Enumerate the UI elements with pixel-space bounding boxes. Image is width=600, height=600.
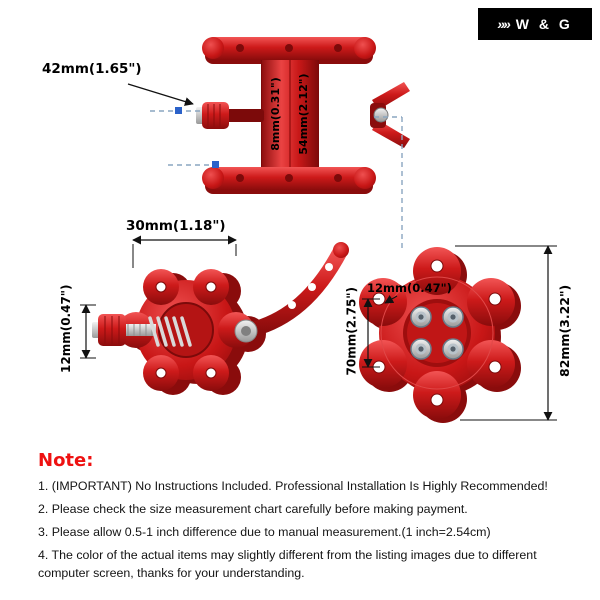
dimension-label-12mm-front: 12mm(0.47") [367, 281, 452, 295]
construction-lines [150, 110, 403, 252]
logo-chevrons-icon: »» [497, 16, 511, 32]
note-item-2: 2. Please check the size measurement cha… [38, 501, 468, 516]
logo-text: W & G [515, 16, 573, 32]
dimension-label-42mm: 42mm(1.65") [42, 61, 142, 77]
notes-title: Note: [38, 450, 94, 471]
dimension-label-54mm: 54mm(2.12") [297, 73, 310, 155]
dimension-label-70mm: 70mm(2.75") [344, 286, 359, 376]
dimension-label-8mm: 8mm(0.31") [269, 77, 282, 151]
dimension-label-30mm: 30mm(1.18") [126, 218, 226, 234]
top-view-product [196, 37, 410, 194]
bolt-cluster [410, 306, 464, 360]
note-item-3: 3. Please allow 0.5-1 inch difference du… [38, 524, 491, 539]
front-view-product [359, 247, 521, 423]
dimension-lines [80, 83, 557, 421]
notes-section: Note: 1. (IMPORTANT) No Instructions Inc… [38, 450, 586, 588]
dimension-label-82mm: 82mm(3.22") [557, 284, 572, 377]
brand-logo: »» W & G [478, 8, 592, 40]
side-view-product [92, 242, 349, 395]
note-item-4: 4. The color of the actual items may sli… [38, 547, 537, 580]
dimension-label-12mm-side: 12mm(0.47") [59, 284, 73, 373]
reference-markers [175, 107, 219, 168]
note-item-1: 1. (IMPORTANT) No Instructions Included.… [38, 479, 548, 493]
